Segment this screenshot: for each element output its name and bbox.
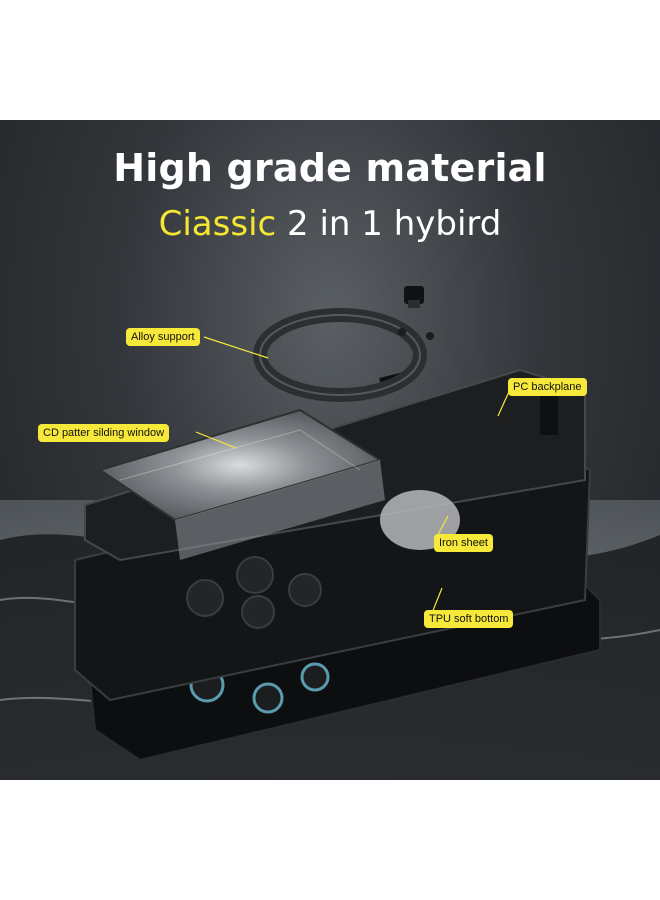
subtitle-highlight: Ciassic [158, 204, 277, 244]
page-subtitle: Ciassic 2 in 1 hybird [0, 204, 660, 244]
callout-tpu-bottom: TPU soft bottom [424, 610, 514, 628]
page-title: High grade material [113, 146, 547, 190]
subtitle-rest: 2 in 1 hybird [287, 204, 502, 244]
callout-alloy-support: Alloy support [126, 328, 200, 346]
callout-cd-window: CD patter silding window [38, 424, 170, 442]
callout-iron-sheet: Iron sheet [434, 534, 493, 552]
cd-sliding-window [97, 408, 385, 560]
callout-pc-backplane: PC backplane [508, 378, 587, 396]
alloy-ring-support [253, 286, 434, 402]
